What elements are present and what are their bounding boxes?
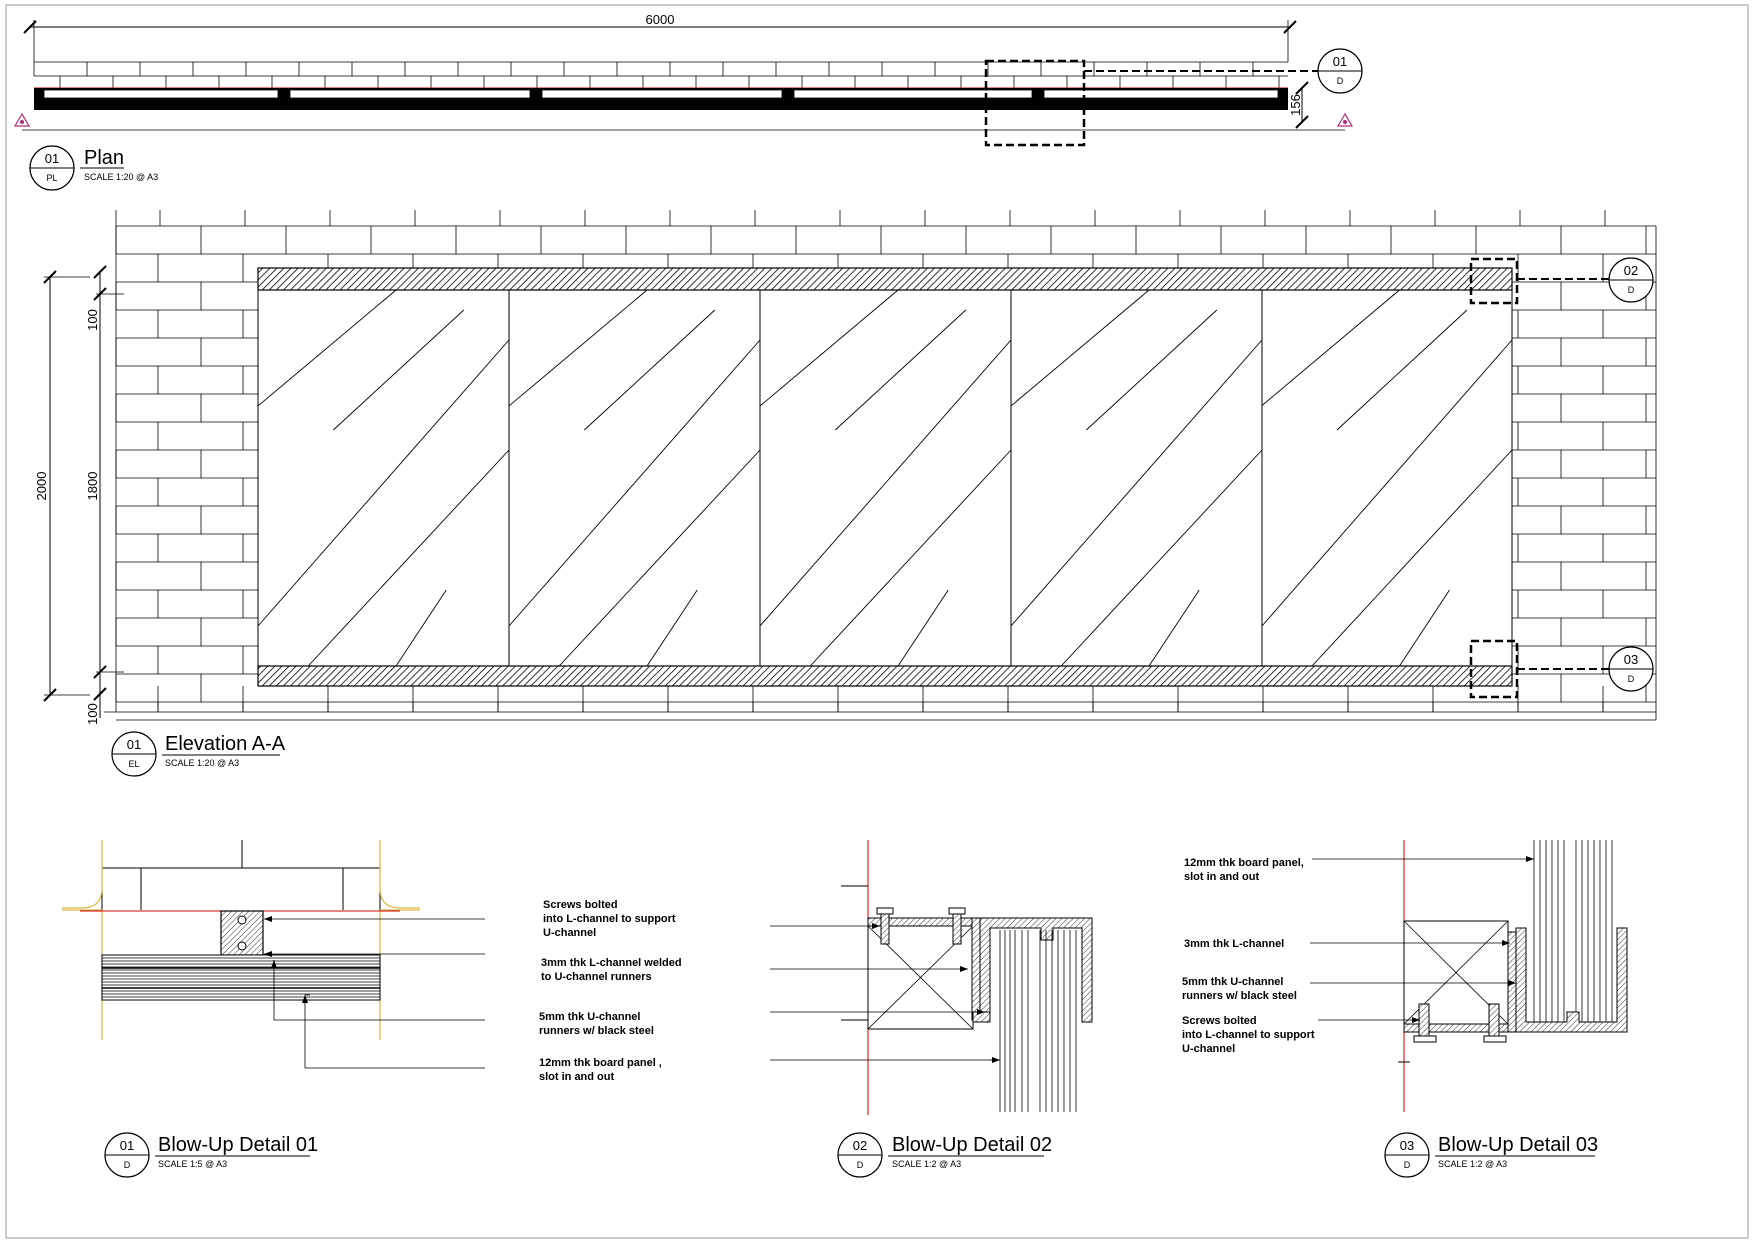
svg-text:D: D (124, 1160, 131, 1170)
detail03-note-u-channel: 5mm thk U-channel runners w/ black steel (1182, 976, 1297, 1002)
detail03-title: Blow-Up Detail 03 (1438, 1134, 1598, 1156)
sheet-border (5, 4, 1749, 1239)
elevation-detail-box-top (1469, 257, 1519, 305)
detail02-scale: SCALE 1:2 @ A3 (892, 1159, 961, 1169)
detail-01: Screws bolted into L-channel to support … (62, 840, 685, 1178)
svg-text:02: 02 (1624, 263, 1638, 278)
plan-brick-wall (33, 61, 1288, 88)
plan-title: Plan (84, 147, 124, 169)
detail01-note-board: 12mm thk board panel , slot in and out (539, 1057, 665, 1083)
elevation-brick-wall (104, 210, 1657, 721)
svg-text:01: 01 (127, 737, 141, 752)
svg-text:02: 02 (853, 1138, 867, 1153)
svg-text:D: D (1628, 674, 1635, 684)
elevation-total-dimension: 2000 (34, 472, 49, 501)
elevation-title-block: 01 EL Elevation A-A SCALE 1:20 @ A3 (111, 731, 286, 777)
detail-02: 02 D Blow-Up Detail 02 SCALE 1:2 @ A3 (770, 840, 1093, 1178)
detail01-note-screws: Screws bolted into L-channel to support … (543, 899, 679, 939)
svg-text:D: D (1404, 1160, 1411, 1170)
elevation-top-dimension: 100 (85, 309, 100, 331)
detail02-title-block: 02 D Blow-Up Detail 02 SCALE 1:2 @ A3 (837, 1132, 1052, 1178)
svg-text:01: 01 (1333, 54, 1347, 69)
detail-03: 12mm thk board panel, slot in and out 3m… (1182, 840, 1628, 1178)
svg-text:PL: PL (46, 173, 57, 183)
elevation-title: Elevation A-A (165, 733, 286, 755)
plan-scale: SCALE 1:20 @ A3 (84, 172, 158, 182)
detail01-note-l-channel: 3mm thk L-channel welded to U-channel ru… (541, 957, 685, 983)
section-marker-left (13, 112, 31, 127)
detail03-note-board: 12mm thk board panel, slot in and out (1184, 857, 1307, 883)
elevation-glass-hatch (257, 289, 1513, 667)
detail03-title-block: 03 D Blow-Up Detail 03 SCALE 1:2 @ A3 (1384, 1132, 1598, 1178)
elevation-view: 2000 100 1800 100 02 D 03 D (34, 210, 1657, 777)
svg-text:03: 03 (1624, 652, 1638, 667)
detail01-note-u-channel: 5mm thk U-channel runners w/ black steel (539, 1011, 654, 1037)
plan-callout-bubble: 01 D (1317, 48, 1363, 94)
detail01-title-block: 01 D Blow-Up Detail 01 SCALE 1:5 @ A3 (104, 1132, 318, 1178)
detail01-scale: SCALE 1:5 @ A3 (158, 1159, 227, 1169)
elevation-callout-top: 02 D (1608, 257, 1654, 303)
plan-length-dimension: 6000 (646, 12, 675, 27)
elevation-panels (257, 289, 1513, 667)
elevation-top-channel (257, 267, 1513, 291)
detail03-scale: SCALE 1:2 @ A3 (1438, 1159, 1507, 1169)
plan-view: 6000 156 01 D (13, 12, 1363, 191)
svg-text:EL: EL (128, 759, 139, 769)
plan-title-block: 01 PL Plan SCALE 1:20 @ A3 (29, 145, 158, 191)
svg-text:03: 03 (1400, 1138, 1414, 1153)
elevation-bottom-dimension: 100 (85, 703, 100, 725)
elevation-callout-bottom: 03 D (1608, 646, 1654, 692)
detail03-note-l-channel: 3mm thk L-channel (1184, 938, 1284, 950)
svg-text:D: D (857, 1160, 864, 1170)
svg-text:D: D (1337, 76, 1344, 86)
plan-detail-box (984, 59, 1086, 147)
plan-depth-dimension: 156 (1288, 94, 1303, 116)
section-marker-right (1336, 112, 1354, 127)
svg-text:01: 01 (45, 151, 59, 166)
svg-text:D: D (1628, 285, 1635, 295)
detail02-title: Blow-Up Detail 02 (892, 1134, 1052, 1156)
svg-text:01: 01 (120, 1138, 134, 1153)
detail03-note-screws: Screws bolted into L-channel to support … (1182, 1015, 1318, 1055)
detail01-title: Blow-Up Detail 01 (158, 1134, 318, 1156)
elevation-bottom-channel (257, 665, 1513, 687)
elevation-scale: SCALE 1:20 @ A3 (165, 758, 239, 768)
elevation-panel-dimension: 1800 (85, 472, 100, 501)
